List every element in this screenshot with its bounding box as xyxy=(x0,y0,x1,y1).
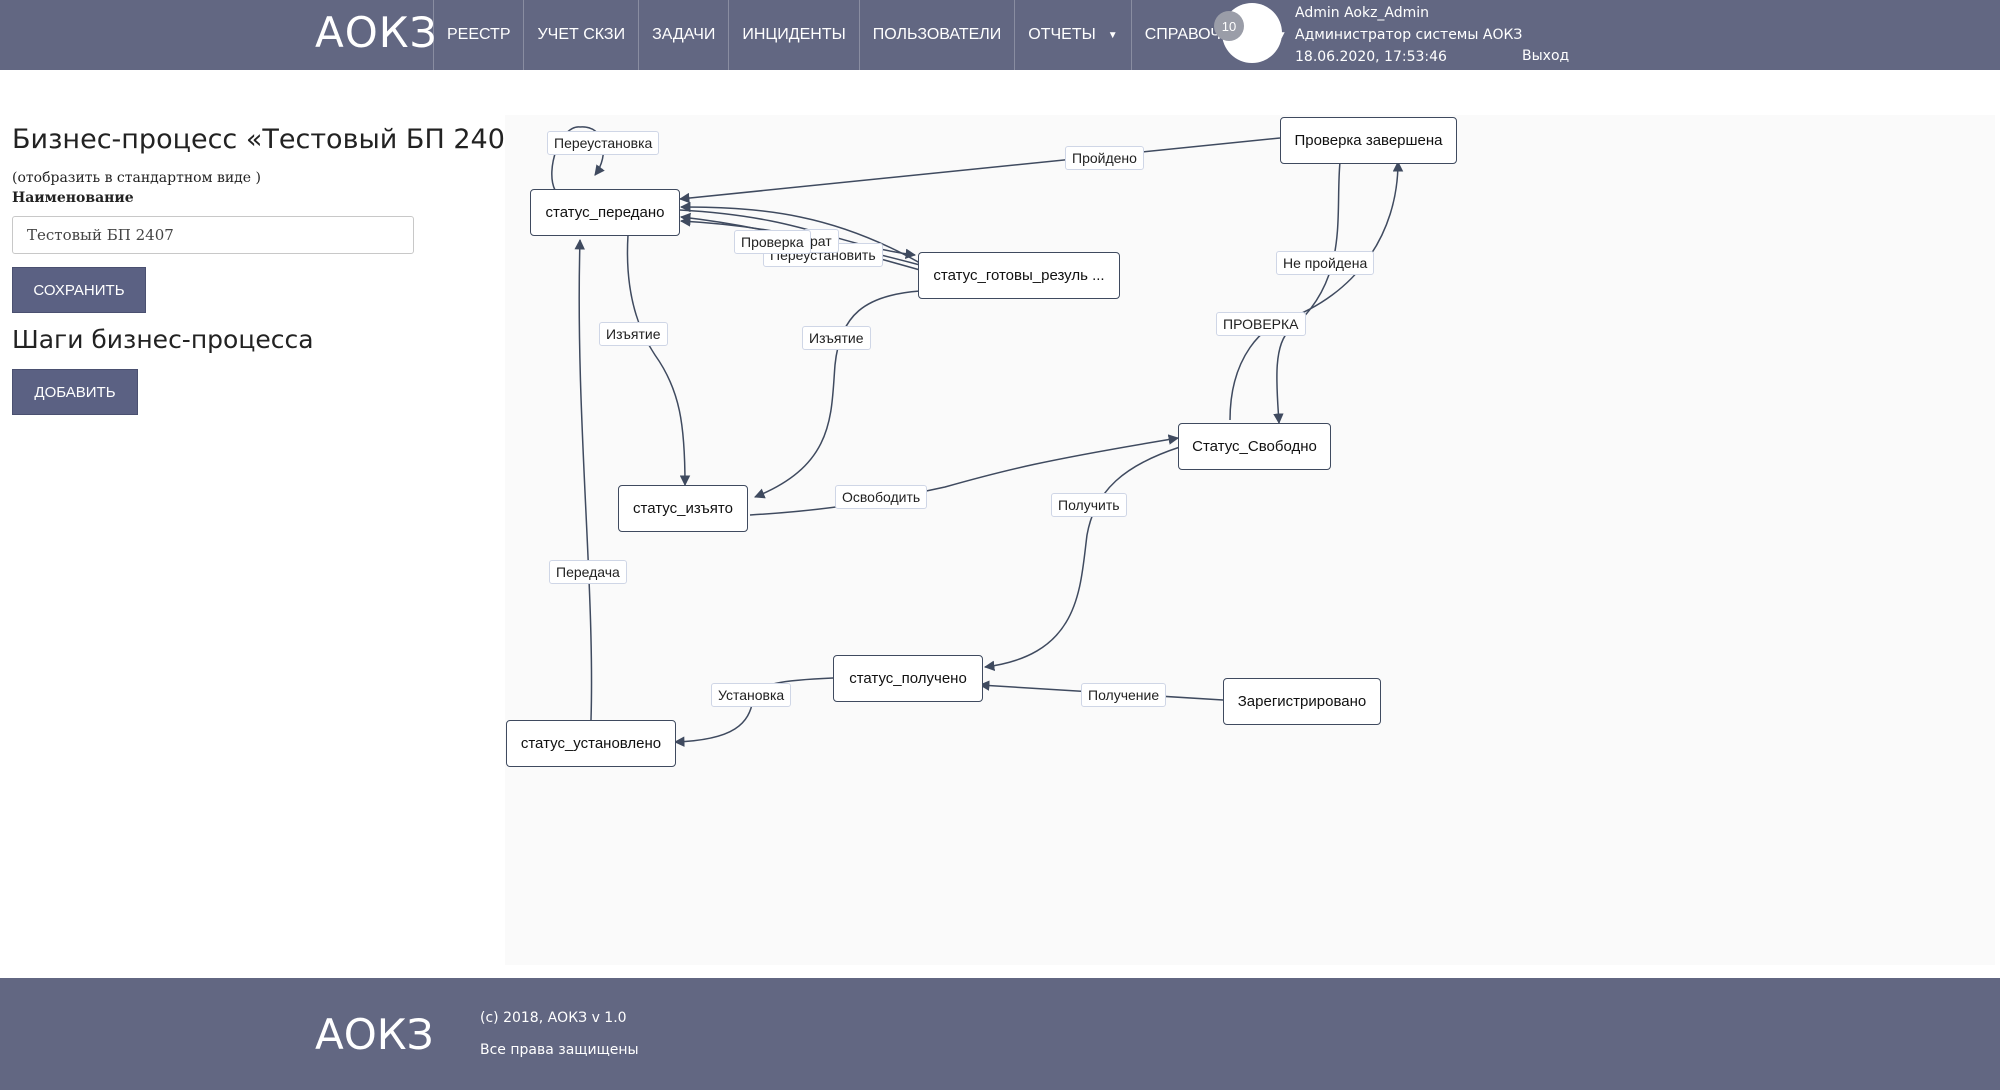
nav-item-users[interactable]: ПОЛЬЗОВАТЕЛИ xyxy=(858,0,1015,70)
edge-osvobodit xyxy=(749,434,1180,516)
top-navbar: АОКЗ РЕЕСТР УЧЕТ СКЗИ ЗАДАЧИ ИНЦИДЕНТЫ П… xyxy=(0,0,2000,70)
edge-label-poluchit[interactable]: Получить xyxy=(1051,493,1127,517)
save-button[interactable]: СОХРАНИТЬ xyxy=(12,267,146,313)
edge-ne-proidena xyxy=(1273,161,1341,425)
edge-peredacha xyxy=(574,238,593,721)
user-name: Admin Aokz_Admin xyxy=(1295,5,1430,21)
edge-poluchit xyxy=(983,446,1181,672)
footer-logo: АОКЗ xyxy=(315,1010,434,1059)
edge-label-izyatie-1[interactable]: Изъятие xyxy=(599,322,668,346)
edge-label-pereustanovka[interactable]: Переустановка xyxy=(547,131,660,155)
diagram-edges xyxy=(551,126,1404,747)
node-status-ustanovleno[interactable]: статус_установлено xyxy=(506,720,676,767)
user-info: Admin Aokz_Admin Администратор системы А… xyxy=(1295,2,1522,68)
nav-item-skzi-accounting[interactable]: УЧЕТ СКЗИ xyxy=(523,0,638,70)
process-name-input[interactable] xyxy=(12,216,414,254)
edge-label-poluchenie[interactable]: Получение xyxy=(1081,683,1167,707)
footer-rights: Все права защищены xyxy=(480,1042,639,1058)
caret-down-icon: ▼ xyxy=(1107,29,1118,41)
nav-item-tasks[interactable]: ЗАДАЧИ xyxy=(638,0,728,70)
footer: АОКЗ (c) 2018, АОКЗ v 1.0 Все права защи… xyxy=(0,978,2000,1090)
footer-copyright: (c) 2018, АОКЗ v 1.0 xyxy=(480,1010,627,1026)
user-avatar-wrap[interactable]: 10 xyxy=(1214,3,1282,63)
edge-izyatie-1 xyxy=(626,234,691,487)
nav-item-incidents[interactable]: ИНЦИДЕНТЫ xyxy=(728,0,858,70)
nav-item-label: ПОЛЬЗОВАТЕЛИ xyxy=(872,26,1002,43)
app-logo[interactable]: АОКЗ xyxy=(315,8,438,57)
node-zaregistrirovano[interactable]: Зарегистрировано xyxy=(1223,678,1381,725)
node-status-polucheno[interactable]: статус_получено xyxy=(833,655,983,702)
edge-label-ustanovka[interactable]: Установка xyxy=(711,683,792,707)
nav-item-registry[interactable]: РЕЕСТР xyxy=(433,0,523,70)
edge-label-proverka-caps[interactable]: ПРОВЕРКА xyxy=(1216,312,1306,336)
main-nav: РЕЕСТР УЧЕТ СКЗИ ЗАДАЧИ ИНЦИДЕНТЫ ПОЛЬЗО… xyxy=(433,0,1300,70)
process-diagram[interactable]: статус_передано статус_готовы_резуль ...… xyxy=(505,115,1995,965)
logout-link[interactable]: Выход xyxy=(1522,48,1570,64)
edge-vozvrat xyxy=(679,201,921,264)
edge-label-peredacha[interactable]: Передача xyxy=(549,560,627,584)
steps-title: Шаги бизнес-процесса xyxy=(12,325,314,354)
node-status-izyato[interactable]: статус_изъято xyxy=(618,485,748,532)
nav-item-label: ЗАДАЧИ xyxy=(652,26,716,43)
edge-label-proverka[interactable]: Проверка xyxy=(734,230,811,254)
nav-item-label: ИНЦИДЕНТЫ xyxy=(742,26,846,43)
page-title: Бизнес-процесс «Тестовый БП 2407» xyxy=(12,124,539,155)
edge-izyatie-2 xyxy=(754,290,921,499)
node-status-gotovy[interactable]: статус_готовы_резуль ... xyxy=(918,252,1120,299)
edge-proideno xyxy=(678,137,1281,204)
node-status-peredano[interactable]: статус_передано xyxy=(530,189,680,236)
notification-badge[interactable]: 10 xyxy=(1214,11,1244,41)
user-role: Администратор системы АОКЗ xyxy=(1295,27,1523,43)
current-datetime: 18.06.2020, 17:53:46 xyxy=(1295,49,1447,65)
nav-item-label: ОТЧЕТЫ xyxy=(1028,26,1096,43)
standard-view-link[interactable]: (отобразить в стандартном виде ) xyxy=(12,170,261,186)
nav-item-label: РЕЕСТР xyxy=(447,26,511,43)
edge-label-izyatie-2[interactable]: Изъятие xyxy=(802,326,871,350)
edge-label-osvobodit[interactable]: Освободить xyxy=(835,485,928,509)
edge-label-proideno[interactable]: Пройдено xyxy=(1065,146,1144,170)
name-label: Наименование xyxy=(12,190,134,206)
edge-proverka-caps xyxy=(1229,160,1404,421)
node-status-svobodno[interactable]: Статус_Свободно xyxy=(1178,423,1331,470)
edge-label-ne-proidena[interactable]: Не пройдена xyxy=(1276,251,1375,275)
node-proverka-zavershena[interactable]: Проверка завершена xyxy=(1280,117,1457,164)
nav-item-label: УЧЕТ СКЗИ xyxy=(537,26,626,43)
add-step-button[interactable]: ДОБАВИТЬ xyxy=(12,369,138,415)
nav-item-reports[interactable]: ОТЧЕТЫ ▼ xyxy=(1014,0,1130,70)
